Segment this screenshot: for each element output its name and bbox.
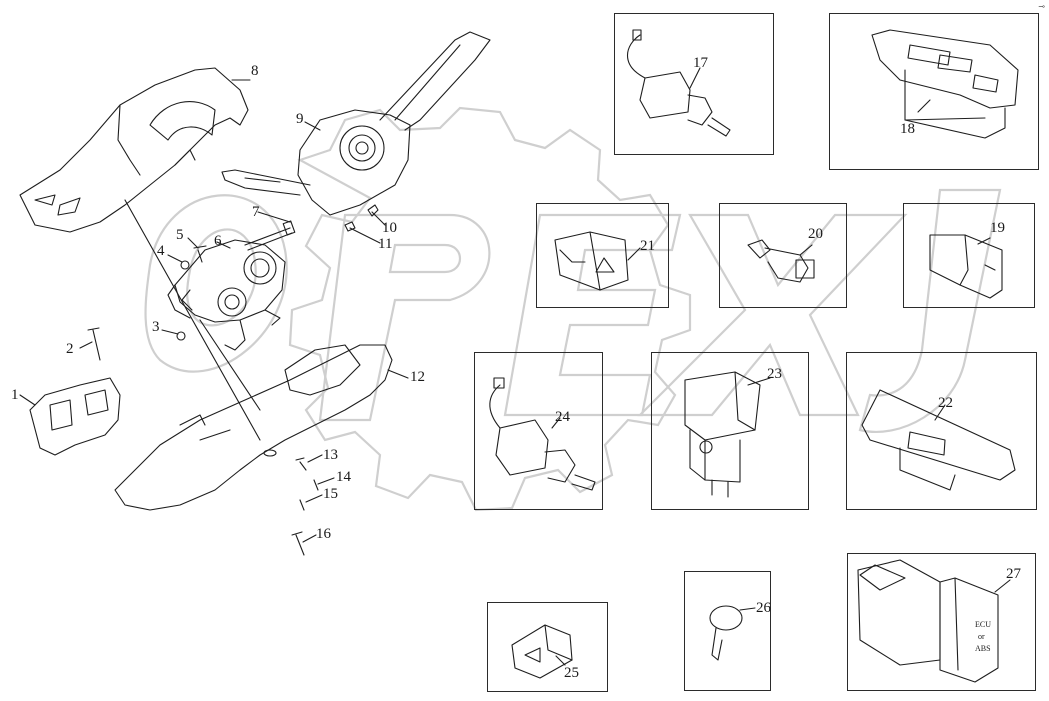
inset-box-25	[487, 602, 608, 692]
part-label-8: 8	[251, 63, 259, 79]
mounting-bracket	[29, 377, 121, 456]
part-label-15: 15	[323, 486, 338, 502]
part-label-11: 11	[378, 236, 393, 252]
part-label-3: 3	[152, 319, 160, 335]
part-label-17: 17	[693, 55, 708, 71]
ecu-label-line-2: or	[978, 632, 985, 641]
inset-box-24	[474, 352, 603, 510]
part-label-12: 12	[410, 369, 425, 385]
inset-box-21	[536, 203, 669, 308]
pin-icon: ⊸	[1038, 2, 1045, 11]
part-label-14: 14	[336, 469, 351, 485]
inset-box-20	[719, 203, 847, 308]
ignition-lock-housing	[174, 239, 286, 323]
inset-box-18	[829, 13, 1039, 170]
part-label-21: 21	[640, 238, 655, 254]
part-label-4: 4	[157, 243, 165, 259]
part-label-6: 6	[214, 233, 222, 249]
inset-box-27	[847, 553, 1036, 691]
part-label-24: 24	[555, 409, 570, 425]
lower-shroud	[114, 344, 393, 511]
part-label-9: 9	[296, 111, 304, 127]
part-label-1: 1	[11, 387, 19, 403]
part-label-25: 25	[564, 665, 579, 681]
inset-box-26	[684, 571, 771, 691]
part-label-10: 10	[382, 220, 397, 236]
part-label-13: 13	[323, 447, 338, 463]
inset-box-22	[846, 352, 1037, 510]
combination-switch	[297, 109, 411, 216]
inset-box-19	[903, 203, 1035, 308]
part-label-19: 19	[990, 220, 1005, 236]
part-label-20: 20	[808, 226, 823, 242]
part-label-27: 27	[1006, 566, 1021, 582]
part-label-18: 18	[900, 121, 915, 137]
part-label-16: 16	[316, 526, 331, 542]
part-label-7: 7	[252, 204, 260, 220]
ecu-label-line-3: ABS	[975, 644, 991, 653]
part-label-26: 26	[756, 600, 771, 616]
part-label-2: 2	[66, 341, 74, 357]
upper-shroud	[19, 67, 249, 233]
part-label-23: 23	[767, 366, 782, 382]
part-label-5: 5	[176, 227, 184, 243]
ecu-label-line-1: ECU	[975, 620, 991, 629]
inset-box-17	[614, 13, 774, 155]
inset-box-23	[651, 352, 809, 510]
part-label-22: 22	[938, 395, 953, 411]
